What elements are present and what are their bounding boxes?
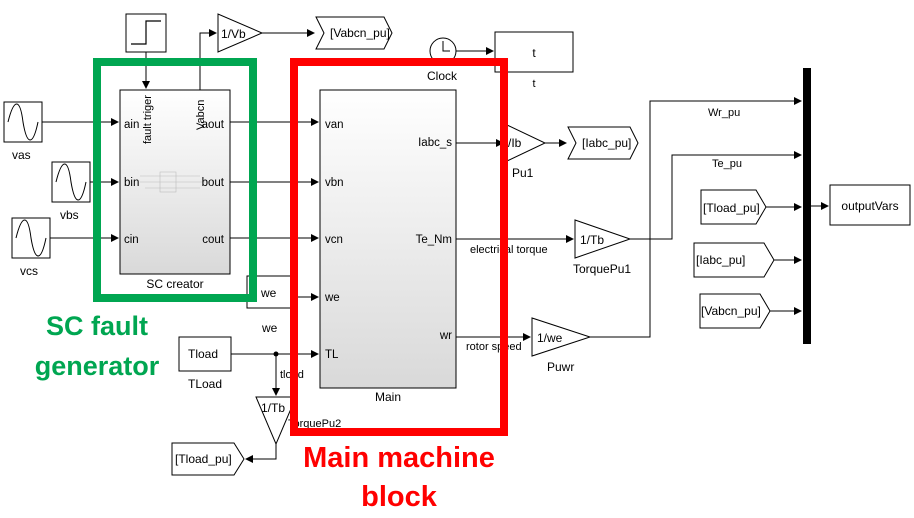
clock-icon	[442, 41, 450, 52]
sine-wave-icon	[7, 103, 39, 141]
port-fault-triger: fault triger	[142, 95, 154, 144]
step-icon	[131, 20, 161, 45]
tload-constant-value: Tload	[188, 347, 218, 361]
from-vabcn-pu[interactable]: [Vabcn_pu]	[699, 293, 771, 329]
clock-label: Clock	[427, 69, 458, 83]
source-vas[interactable]: vas	[3, 101, 43, 162]
gain-tb-label: 1/Tb	[580, 233, 604, 247]
from-vabcn-label: [Vabcn_pu]	[701, 304, 761, 318]
gain-tb-name: TorquePu1	[573, 262, 631, 276]
port-cout: cout	[202, 234, 225, 246]
source-vbs-label: vbs	[60, 208, 79, 222]
sc-fault-label-line2: generator	[35, 351, 160, 381]
port-van: van	[325, 119, 344, 131]
gain-ib-label: /Ib	[508, 136, 522, 150]
goto-vabcn-label: [Vabcn_pu]	[330, 26, 390, 40]
gain-we[interactable]: 1/we Puwr	[531, 317, 592, 374]
main-block-name: Main	[375, 390, 401, 404]
t-block-name: t	[532, 78, 535, 90]
from-tload-pu[interactable]: [Tload_pu]	[700, 189, 767, 225]
signal-wr-pu: Wr_pu	[708, 107, 740, 119]
signal-te-pu: Te_pu	[712, 158, 742, 170]
t-display-value: t	[532, 46, 536, 60]
gain-tb[interactable]: 1/Tb TorquePu1	[573, 219, 632, 276]
signal-lines	[42, 29, 829, 463]
gain-ib[interactable]: /Ib Pu1	[504, 123, 547, 180]
goto-tload-label: [Tload_pu]	[175, 452, 232, 466]
port-ain: ain	[124, 119, 139, 131]
goto-iabc-pu[interactable]: [Iabc_pu]	[567, 126, 639, 160]
output-vars-block[interactable]: outputVars	[829, 184, 911, 226]
sine-wave-icon	[15, 219, 47, 257]
sc-creator-inner-graphic	[140, 171, 205, 193]
gain-vb-label: 1/Vb	[221, 27, 246, 41]
port-aout: aout	[202, 119, 225, 131]
sc-fault-label-line1: SC fault	[46, 311, 148, 341]
port-iabc-s: Iabc_s	[418, 137, 452, 149]
gain-tb2[interactable]: 1/Tb TorquePu2	[255, 396, 341, 446]
goto-vabcn-pu[interactable]: [Vabcn_pu]	[315, 16, 393, 50]
gain-vb[interactable]: 1/Vb	[217, 13, 264, 53]
step-block[interactable]	[125, 13, 167, 53]
sine-wave-icon	[55, 163, 87, 201]
we-constant-name: we	[261, 321, 278, 335]
tload-constant-name: TLoad	[188, 377, 222, 391]
main-machine-frame	[290, 58, 508, 436]
port-vcn: vcn	[325, 234, 343, 246]
gain-tb2-label: 1/Tb	[261, 401, 285, 415]
port-te-nm: Te_Nm	[416, 234, 452, 246]
port-wr: wr	[439, 330, 452, 342]
signal-rotor-speed: rotor speed	[466, 341, 522, 353]
from-iabc-label: [Iabc_pu]	[696, 253, 745, 267]
tload-constant-block[interactable]: Tload TLoad	[178, 336, 232, 391]
port-we: we	[324, 292, 340, 304]
source-vcs-label: vcs	[20, 264, 38, 278]
from-tload-label: [Tload_pu]	[703, 201, 760, 215]
port-bin: bin	[124, 177, 139, 189]
branch-point	[273, 351, 279, 357]
goto-tload-pu[interactable]: [Tload_pu]	[171, 442, 245, 476]
port-bout: bout	[202, 177, 225, 189]
sc-creator-name: SC creator	[146, 277, 203, 291]
mux-bar[interactable]	[803, 68, 811, 344]
signal-electrical-torque: electrical torque	[470, 244, 548, 256]
port-vabcn: Vabcn	[195, 100, 207, 130]
source-vbs[interactable]: vbs	[51, 161, 91, 222]
gain-ib-name: Pu1	[512, 166, 534, 180]
port-cin: cin	[124, 234, 139, 246]
source-vcs[interactable]: vcs	[11, 217, 51, 278]
source-vas-label: vas	[12, 148, 31, 162]
output-vars-label: outputVars	[841, 199, 898, 213]
main-block[interactable]: van vbn vcn we TL Iabc_s Te_Nm wr Main	[319, 89, 457, 404]
gain-we-label: 1/we	[537, 331, 563, 345]
gain-we-name: Puwr	[547, 360, 574, 374]
clock-block[interactable]: Clock	[427, 37, 458, 83]
from-iabc-pu[interactable]: [Iabc_pu]	[693, 242, 775, 278]
main-machine-label-line1: Main machine	[303, 442, 495, 474]
gain-tb2-name: TorquePu2	[288, 418, 341, 430]
port-vbn: vbn	[325, 177, 344, 189]
port-tl: TL	[325, 349, 339, 361]
sc-creator-block[interactable]: ain bin cin aout bout cout fault triger …	[119, 89, 231, 291]
goto-iabc-label: [Iabc_pu]	[582, 136, 631, 150]
main-machine-label-line2: block	[361, 481, 438, 513]
we-constant-value: we	[260, 286, 277, 300]
sc-fault-frame	[93, 58, 257, 302]
